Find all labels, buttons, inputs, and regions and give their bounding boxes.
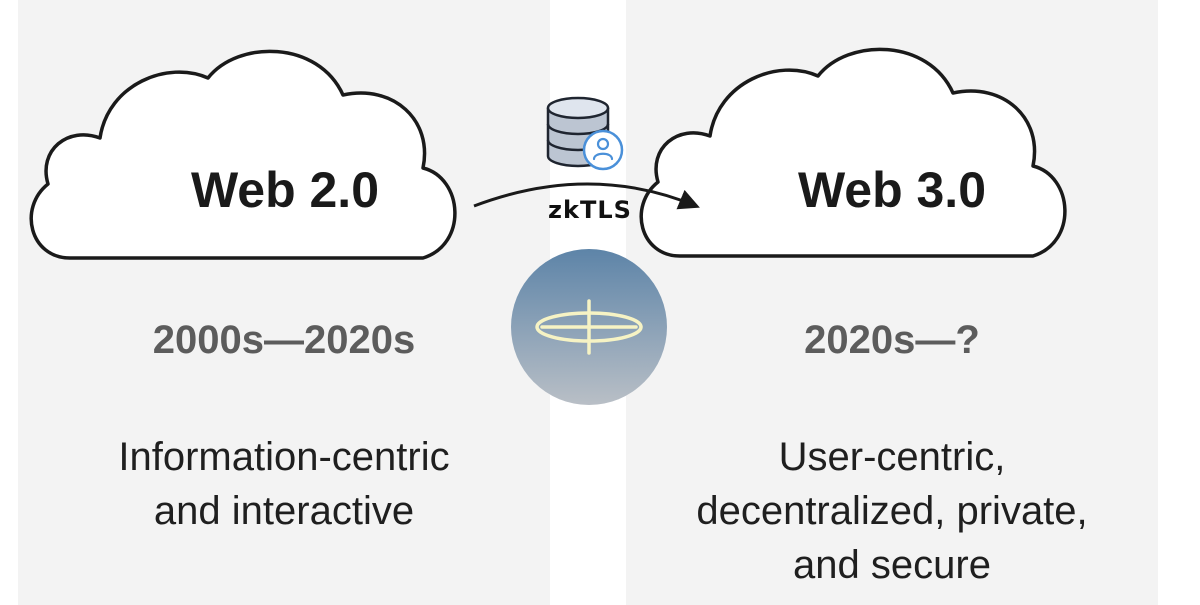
zktls-label: zkTLS: [548, 196, 632, 224]
web3-cloud: Web 3.0: [639, 47, 1067, 258]
web3-description-line: User-centric,: [778, 435, 1006, 479]
web3-description: User-centric, decentralized, private, an…: [626, 430, 1158, 592]
web2-cloud: Web 2.0: [29, 49, 457, 260]
zktls-logo: [511, 249, 667, 405]
web3-description-line: and secure: [793, 543, 991, 587]
web2-title: Web 2.0: [191, 162, 379, 218]
database-user-icon: [546, 96, 624, 171]
web3-description-line: decentralized, private,: [696, 489, 1088, 533]
connector-arrow: [473, 182, 700, 210]
web2-description: Information-centric and interactive: [18, 430, 550, 538]
web3-era: 2020s—?: [804, 318, 980, 362]
web2-description-line: and interactive: [153, 489, 415, 533]
web2-description-line: Information-centric: [118, 435, 450, 479]
web3-title: Web 3.0: [798, 162, 986, 218]
web2-era: 2000s—2020s: [152, 318, 416, 362]
